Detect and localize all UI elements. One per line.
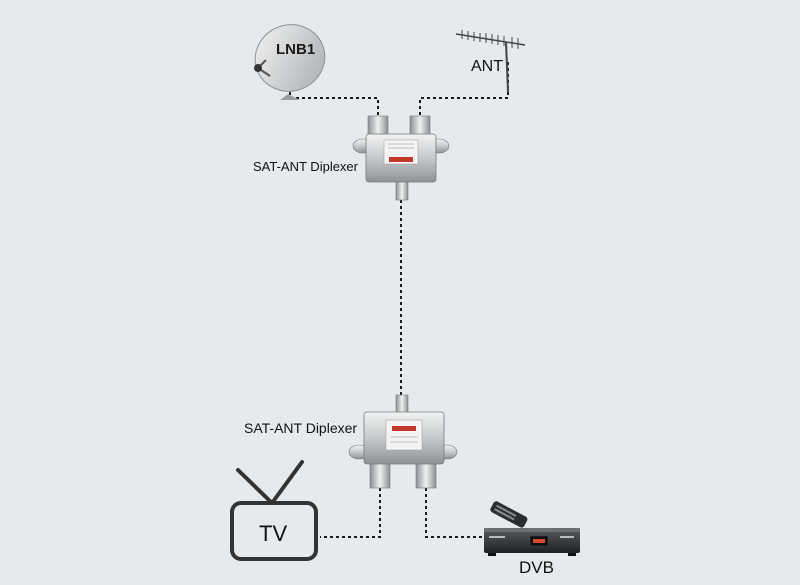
tv-icon: [230, 460, 318, 561]
satellite-dish-icon: [254, 24, 326, 100]
cables: [289, 62, 509, 538]
cable-diplexer-to-dvb: [425, 488, 484, 538]
lnb1-label: LNB1: [276, 41, 316, 58]
terrestrial-antenna-icon: [455, 30, 526, 93]
diplexer-top-label: SAT-ANT Diplexer: [253, 159, 358, 174]
diplexer-bottom-label: SAT-ANT Diplexer: [244, 420, 358, 436]
dvb-receiver-icon: [484, 501, 580, 556]
cable-diplexer-to-tv: [320, 488, 381, 538]
tv-label: TV: [259, 521, 288, 546]
diplexer-top: [352, 115, 450, 201]
cable-lnb-to-diplexer: [289, 92, 379, 118]
dvb-label: DVB: [519, 558, 554, 577]
remote-control-icon: [490, 501, 528, 528]
diplexer-bottom: [348, 394, 458, 489]
ant-label: ANT: [471, 58, 503, 75]
